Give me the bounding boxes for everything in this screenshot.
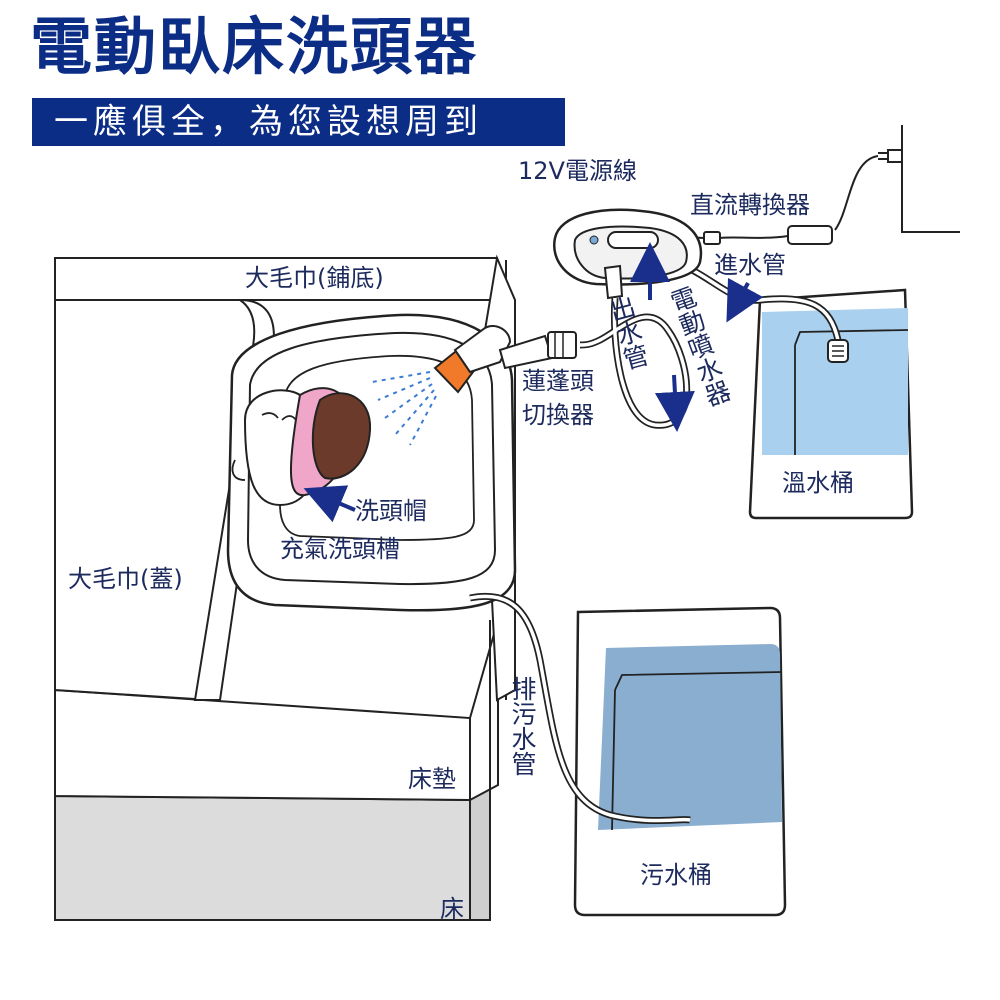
wall-outlet-icon xyxy=(878,125,960,233)
mattress xyxy=(54,260,507,920)
shower-head-icon xyxy=(433,324,577,394)
label-towel-cover: 大毛巾(蓋) xyxy=(68,565,183,593)
label-shower-switch-1: 蓮蓬頭 xyxy=(522,367,594,395)
label-waste-bucket: 污水桶 xyxy=(640,861,712,889)
label-bed: 床 xyxy=(440,895,464,923)
warm-water-bucket xyxy=(748,288,914,520)
label-arrows xyxy=(303,242,764,523)
sprayer-pump-icon xyxy=(552,208,703,300)
power-cord xyxy=(834,155,879,231)
label-shampoo-cap: 洗頭帽 xyxy=(355,497,427,525)
label-dc-converter: 直流轉換器 xyxy=(690,191,810,219)
shampoo-cap xyxy=(290,387,372,497)
dc-converter xyxy=(787,225,833,245)
label-inlet-hose: 進水管 xyxy=(714,251,786,279)
page-title: 電動臥床洗頭器 xyxy=(30,10,479,83)
label-warm-bucket: 溫水桶 xyxy=(782,469,854,497)
label-drain-hose: 排污水管 xyxy=(508,676,537,776)
label-inflatable-basin: 充氣洗頭槽 xyxy=(280,535,400,563)
water-spray xyxy=(371,371,437,446)
page-subtitle: 一應俱全，為您設想周到 xyxy=(32,98,565,146)
label-mattress: 床墊 xyxy=(408,765,456,793)
label-towel-bottom: 大毛巾(鋪底) xyxy=(245,264,384,292)
label-shower-switch-2: 切換器 xyxy=(522,401,594,429)
converter-cord xyxy=(719,235,789,239)
waste-water-bucket xyxy=(573,606,787,917)
label-power-cord: 12V電源線 xyxy=(518,157,637,185)
